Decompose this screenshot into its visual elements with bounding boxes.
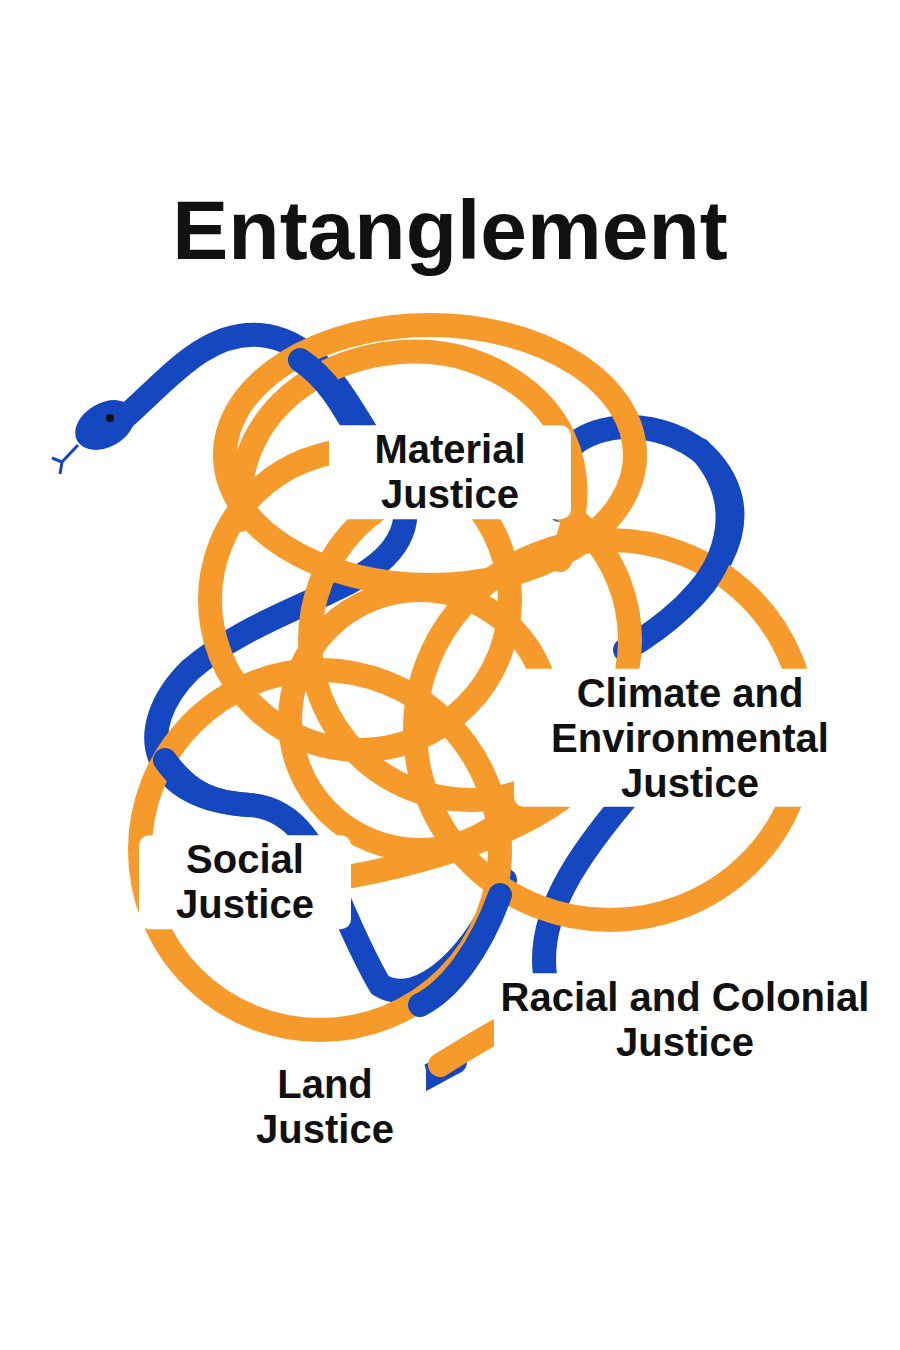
snake-head-shape [66,390,143,460]
justice-label: Land Justice [224,1060,426,1154]
orange-loop [225,325,635,585]
justice-label: Climate and Environmental Justice [514,669,866,807]
orange-loop [290,590,550,850]
justice-label: Material Justice [329,425,571,519]
snake-over-segment [420,895,500,1005]
snake-tongue [52,445,78,474]
justice-label: Racial and Colonial Justice [494,973,876,1067]
title: Entanglement [172,182,727,279]
snake-over-segment [165,760,250,805]
orange-loop [240,352,576,560]
snake-over-segment [690,450,728,600]
snake-head [52,390,144,474]
snake-eye [106,414,114,422]
justice-label: Social Justice [139,835,351,929]
